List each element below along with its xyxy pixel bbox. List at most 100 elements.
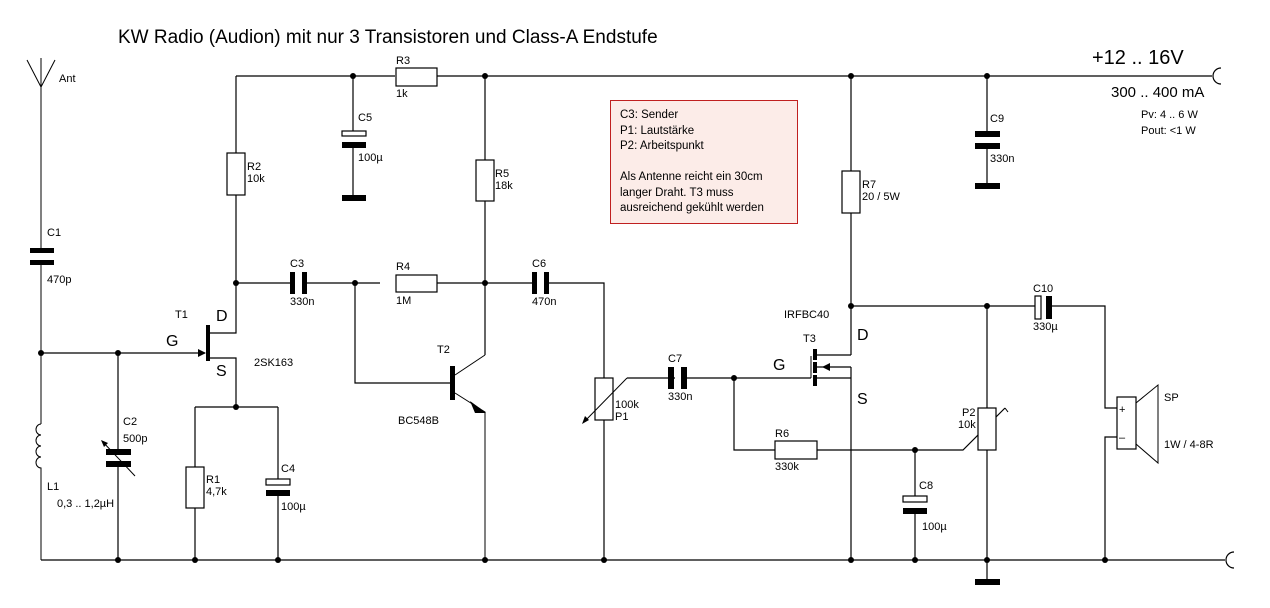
transistor-t2: T2 BC548B — [354, 283, 486, 560]
schematic-title: KW Radio (Audion) mit nur 3 Transistoren… — [118, 27, 658, 48]
svg-text:100k: 100k — [615, 399, 639, 411]
svg-text:C10: C10 — [1033, 283, 1053, 295]
resistor-r5: R5 18k — [475, 76, 513, 355]
top-rail — [236, 67, 1222, 85]
svg-text:+: + — [1119, 404, 1125, 416]
svg-text:R2: R2 — [247, 161, 261, 173]
svg-text:1M: 1M — [396, 295, 411, 307]
svg-text:S: S — [857, 391, 868, 408]
note-line: langer Draht. T3 muss — [620, 186, 734, 199]
note-line — [620, 155, 788, 171]
antenna-icon: Ant — [26, 58, 76, 560]
svg-text:C8: C8 — [919, 480, 933, 492]
notes-box: C3: Sender P1: Lautstärke P2: Arbeitspun… — [610, 100, 798, 224]
note-line: ausreichend gekühlt werden — [620, 202, 764, 214]
svg-text:R6: R6 — [775, 428, 789, 440]
svg-text:–: – — [1119, 432, 1126, 444]
svg-text:10k: 10k — [958, 419, 976, 431]
svg-text:IRFBC40: IRFBC40 — [784, 309, 829, 321]
capacitor-c10: C10 330µ — [1033, 283, 1058, 333]
svg-text:4,7k: 4,7k — [206, 486, 227, 498]
svg-text:C3: C3 — [290, 258, 304, 270]
capacitor-c5: C5 100µ — [341, 76, 383, 201]
note-line: P2: Arbeitspunkt — [620, 140, 704, 152]
capacitor-c1: C1 470p — [30, 227, 71, 286]
junction-dots — [38, 73, 1108, 563]
svg-text:1W / 4-8R: 1W / 4-8R — [1164, 439, 1214, 451]
note-line: P1: Lautstärke — [620, 124, 695, 137]
svg-text:R7: R7 — [862, 179, 876, 191]
bottom-rail — [41, 551, 1235, 569]
svg-text:20 / 5W: 20 / 5W — [862, 191, 901, 203]
inductor-l1: L1 0,3 .. 1,2µH — [35, 423, 114, 510]
svg-text:R1: R1 — [206, 474, 220, 486]
svg-text:2SK163: 2SK163 — [254, 357, 293, 369]
svg-text:330µ: 330µ — [1033, 321, 1058, 333]
svg-text:D: D — [216, 308, 228, 325]
svg-text:470n: 470n — [532, 296, 556, 308]
ground-icon — [975, 579, 1000, 585]
svg-text:C5: C5 — [358, 112, 372, 124]
capacitor-c7: C7 330n — [668, 353, 811, 403]
capacitor-c9: C9 330n — [975, 76, 1014, 189]
t1-gate-arrow — [198, 349, 206, 357]
speaker-icon: + – SP 1W / 4-8R — [1104, 383, 1214, 560]
svg-text:C2: C2 — [123, 416, 137, 428]
svg-text:R5: R5 — [495, 168, 509, 180]
note-line: C3: Sender — [620, 109, 679, 121]
capacitor-c4: C4 100µ — [265, 407, 306, 560]
svg-text:100µ: 100µ — [922, 521, 947, 533]
svg-text:C7: C7 — [668, 353, 682, 365]
svg-text:330k: 330k — [775, 461, 799, 473]
svg-text:R3: R3 — [396, 55, 410, 67]
svg-text:P1: P1 — [615, 411, 628, 423]
svg-text:S: S — [216, 363, 227, 380]
svg-text:C1: C1 — [47, 227, 61, 239]
svg-text:P2: P2 — [962, 407, 975, 419]
resistor-r4: R4 1M — [395, 261, 438, 307]
capacitor-c8: C8 100µ — [902, 450, 947, 560]
svg-text:0,3 .. 1,2µH: 0,3 .. 1,2µH — [57, 498, 114, 510]
note-line: Als Antenne reicht ein 30cm — [620, 171, 763, 183]
svg-text:T1: T1 — [175, 309, 188, 321]
svg-text:C4: C4 — [281, 463, 295, 475]
svg-text:18k: 18k — [495, 180, 513, 192]
potentiometer-p2[interactable]: P2 10k — [958, 306, 1009, 585]
capacitor-c3[interactable]: C3 330n — [290, 258, 314, 308]
svg-text:330n: 330n — [668, 391, 692, 403]
transistor-t3: IRFBC40 T3 D G S — [773, 306, 869, 560]
svg-text:BC548B: BC548B — [398, 415, 439, 427]
resistor-r2: R2 10k — [226, 76, 265, 281]
svg-text:330n: 330n — [290, 296, 314, 308]
power-dissipation: Pv: 4 .. 6 W — [1141, 109, 1198, 121]
svg-text:G: G — [166, 333, 178, 350]
potentiometer-p1[interactable]: 100k P1 — [582, 377, 671, 560]
variable-capacitor-c2: C2 500p — [101, 353, 147, 560]
supply-current: 300 .. 400 mA — [1111, 84, 1204, 101]
svg-text:Ant: Ant — [59, 73, 76, 85]
supply-voltage: +12 .. 16V — [1092, 47, 1184, 69]
resistor-r1: R1 4,7k — [185, 407, 227, 560]
svg-text:500p: 500p — [123, 433, 147, 445]
supply-terminal-bottom — [1225, 551, 1235, 569]
svg-text:1k: 1k — [396, 88, 408, 100]
capacitor-c6: C6 470n — [532, 258, 556, 308]
ground-icon — [342, 195, 366, 201]
svg-text:L1: L1 — [47, 481, 59, 493]
svg-text:470p: 470p — [47, 274, 71, 286]
svg-text:G: G — [773, 357, 785, 374]
resistor-r7: R7 20 / 5W — [841, 76, 901, 306]
ground-icon — [975, 183, 1000, 189]
svg-text:C9: C9 — [990, 113, 1004, 125]
svg-text:R4: R4 — [396, 261, 410, 273]
transistor-t1: T1 2SK163 D G S — [166, 281, 293, 407]
svg-text:10k: 10k — [247, 173, 265, 185]
svg-text:C6: C6 — [532, 258, 546, 270]
svg-text:100µ: 100µ — [358, 152, 383, 164]
wire-output — [851, 305, 1117, 409]
svg-text:330n: 330n — [990, 153, 1014, 165]
power-output: Pout: <1 W — [1141, 125, 1196, 137]
supply-terminal-top — [1212, 67, 1222, 85]
svg-text:D: D — [857, 327, 869, 344]
